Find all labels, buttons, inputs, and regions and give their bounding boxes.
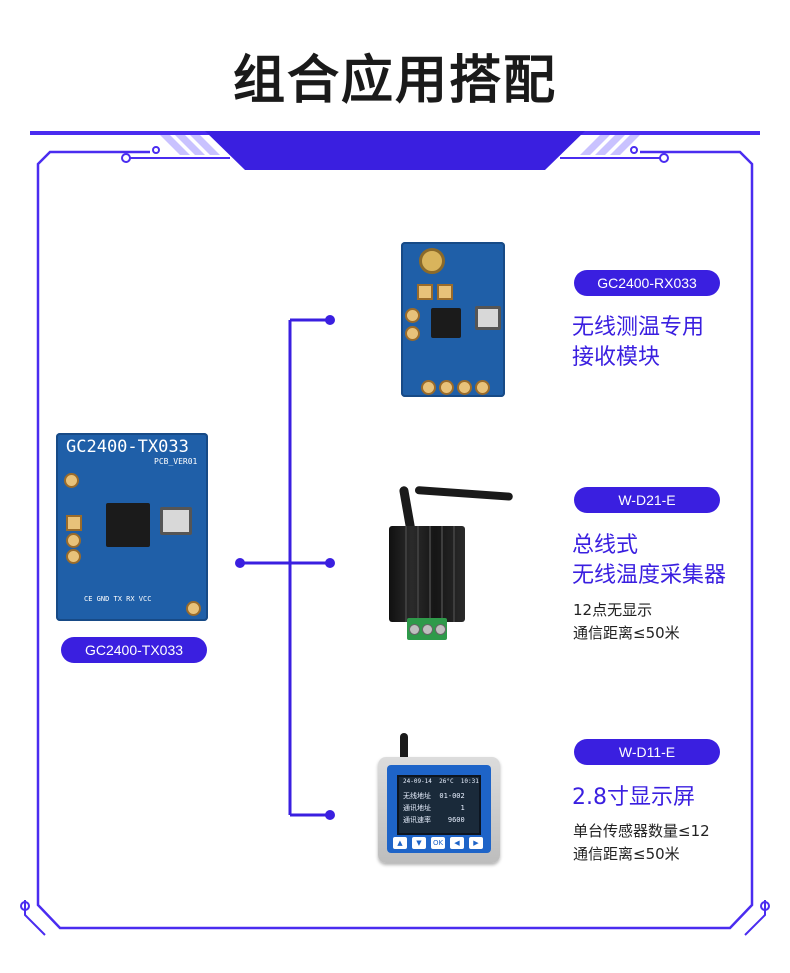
lcd-row: 无线地址 01-002: [403, 792, 465, 800]
connection-lines: [240, 318, 330, 817]
antenna-connector: [419, 248, 445, 274]
display-heading: 2.8寸显示屏: [572, 783, 695, 813]
pcb-pad: [66, 533, 81, 548]
collector-image: [385, 485, 515, 646]
transmitter-module-image: GC2400-TX033 PCB_VER01 CE GND TX RX VCC: [56, 433, 208, 621]
antenna: [400, 733, 408, 763]
frame-stripes: [160, 135, 640, 155]
pcb-pad: [437, 284, 453, 300]
receiver-heading-line: 接收模块: [572, 345, 661, 370]
receiver-module-image: [401, 242, 505, 397]
lcd-key-left: ◀: [450, 837, 464, 849]
display-desc-line: 通信距离≤50米: [573, 845, 680, 863]
collector-badge: W-D21-E: [574, 487, 720, 513]
pcb-pad: [64, 473, 79, 488]
receiver-heading: 无线测温专用 接收模块: [572, 313, 704, 373]
pcb-pad: [405, 326, 420, 341]
transmitter-chip: [106, 503, 150, 547]
crystal: [160, 507, 192, 535]
display-unit-image: 24-09-14 26°C 10:31 无线地址 01-002 通讯地址 1 通…: [378, 733, 500, 863]
display-panel: 24-09-14 26°C 10:31 无线地址 01-002 通讯地址 1 通…: [387, 765, 491, 853]
crystal: [475, 306, 501, 330]
lcd-key-ok: OK: [431, 837, 445, 849]
lcd-key-up: ▲: [393, 837, 407, 849]
collector-desc-line: 通信距离≤50米: [573, 624, 680, 642]
collector-heading-line: 无线温度采集器: [572, 563, 727, 588]
receiver-chip: [431, 308, 461, 338]
display-desc-line: 单台传感器数量≤12: [573, 822, 710, 840]
display-heading-line: 2.8寸显示屏: [572, 785, 695, 810]
silk-version: PCB_VER01: [154, 457, 198, 466]
pcb-pad: [457, 380, 472, 395]
receiver-heading-line: 无线测温专用: [572, 315, 705, 340]
collector-description: 12点无显示 通信距离≤50米: [573, 599, 680, 645]
pcb-pad: [439, 380, 454, 395]
silk-pins: CE GND TX RX VCC: [84, 595, 152, 603]
transmitter-badge: GC2400-TX033: [61, 637, 207, 663]
display-body: 24-09-14 26°C 10:31 无线地址 01-002 通讯地址 1 通…: [378, 757, 500, 863]
lcd-screen: 24-09-14 26°C 10:31 无线地址 01-002 通讯地址 1 通…: [397, 775, 481, 835]
pcb-pad: [417, 284, 433, 300]
lcd-status: 24-09-14 26°C 10:31: [403, 778, 479, 785]
collector-heading-line: 总线式: [572, 533, 639, 558]
collector-body: [389, 526, 465, 622]
antenna: [414, 486, 514, 501]
display-badge: W-D11-E: [574, 739, 720, 765]
collector-heading: 总线式 无线温度采集器: [572, 531, 726, 591]
pcb-pad: [186, 601, 201, 616]
frame-top-tab: [205, 131, 585, 170]
connection-dots: [235, 315, 335, 820]
collector-desc-line: 12点无显示: [573, 601, 653, 619]
receiver-badge: GC2400-RX033: [574, 270, 720, 296]
pcb-pad: [421, 380, 436, 395]
frame-outline: [36, 150, 754, 930]
lcd-key-right: ▶: [469, 837, 483, 849]
silk-title: GC2400-TX033: [66, 437, 189, 457]
frame-circuit: [20, 146, 770, 936]
page-title: 组合应用搭配: [232, 51, 557, 111]
display-description: 单台传感器数量≤12 通信距离≤50米: [573, 820, 710, 866]
lcd-key-down: ▼: [412, 837, 426, 849]
pcb-pad: [405, 308, 420, 323]
lcd-row: 通讯速率 9600: [403, 816, 465, 824]
lcd-row: 通讯地址 1: [403, 804, 465, 812]
pcb-pad: [66, 515, 82, 531]
pcb-pad: [475, 380, 490, 395]
pcb-pad: [66, 549, 81, 564]
terminal-block: [407, 618, 447, 640]
